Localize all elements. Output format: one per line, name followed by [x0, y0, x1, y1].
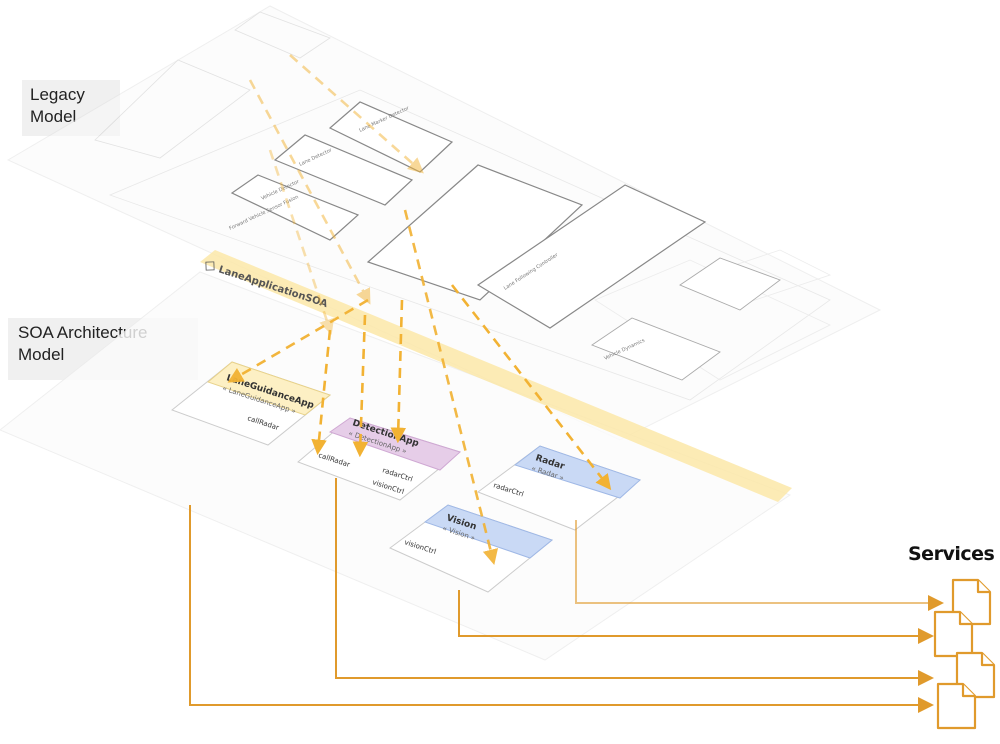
- legacy-block-controller: [476, 184, 707, 329]
- service-connectors: [189, 478, 944, 713]
- component-detectionapp[interactable]: DetectionApp « DetectionApp » callRadar …: [297, 417, 462, 501]
- legacy-block-sensors: [679, 257, 781, 311]
- legacy-blocks: [230, 101, 781, 381]
- document-icon: [936, 682, 977, 730]
- mapping-arrows: [227, 54, 612, 566]
- legacy-block-lane-marker: [328, 101, 454, 173]
- legacy-block-dynamics: [591, 317, 721, 381]
- legacy-block-lane-detector: [273, 134, 414, 206]
- component-vision[interactable]: Vision « Vision » visionCtrl: [389, 504, 554, 593]
- services-title: Services: [908, 543, 995, 565]
- document-icon: [933, 610, 974, 658]
- legacy-block-fusion: [366, 164, 584, 301]
- service-document-icons: [933, 578, 996, 730]
